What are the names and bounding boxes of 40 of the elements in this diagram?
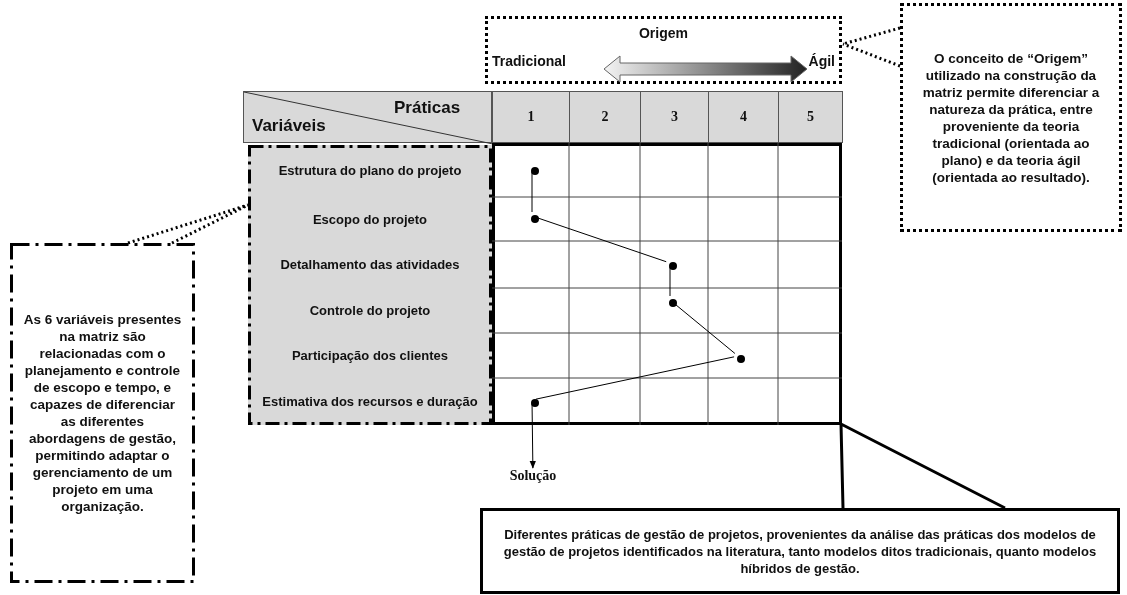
scale-end-label: Tradicional bbox=[492, 53, 566, 69]
connector-line bbox=[669, 266, 671, 297]
arrow bbox=[529, 403, 536, 469]
data-point bbox=[531, 215, 539, 223]
connector-line bbox=[531, 171, 533, 213]
data-point bbox=[531, 399, 539, 407]
callout-pointer bbox=[839, 422, 1007, 510]
connector-line bbox=[535, 356, 735, 400]
row-axis-label: Variáveis bbox=[252, 116, 326, 136]
speech-bubble bbox=[480, 508, 1120, 594]
data-point bbox=[531, 167, 539, 175]
callout-text: As 6 variáveis presentes na matriz são relacionadas com o planejamento e controle de escopo e tempo, e capazes de diferenciar as diferentes abordagens de gestão, permitindo adaptar o gerenciamento de um projeto em uma organização. bbox=[22, 311, 183, 515]
variables-panel bbox=[248, 145, 492, 425]
callout-pointer bbox=[841, 26, 902, 68]
origin-scale-box bbox=[485, 16, 842, 84]
variable-label: Estrutura do plano do projeto bbox=[278, 161, 462, 179]
scale-end-label: Ágil bbox=[808, 53, 835, 69]
callout-text: Diferentes práticas de gestão de projetos, provenientes da análise das práticas dos modelos de gestão de projetos identificados na literatura, tanto modelos ditos tradicionais, quanto modelos híbridos de gestão. bbox=[502, 525, 1098, 577]
callout-pointer bbox=[126, 203, 250, 245]
variable-label: Controle do projeto bbox=[309, 302, 431, 319]
variable-label: Estimativa dos recursos e duração bbox=[262, 393, 478, 410]
speech-bubble bbox=[10, 243, 195, 583]
data-point bbox=[737, 355, 745, 363]
variable-label: Escopo do projeto bbox=[312, 210, 428, 228]
solution-label: Solução bbox=[508, 468, 558, 484]
column-header: 5 bbox=[778, 91, 843, 143]
variable-label: Participação dos clientes bbox=[291, 347, 449, 364]
speech-bubble bbox=[900, 3, 1122, 232]
connector-line bbox=[535, 216, 667, 263]
matrix-grid bbox=[492, 143, 842, 425]
column-axis-label: Práticas bbox=[394, 98, 461, 118]
data-point bbox=[669, 299, 677, 307]
column-header: 2 bbox=[569, 91, 641, 143]
scale-title: Origem bbox=[638, 25, 689, 41]
variable-label: Detalhamento das atividades bbox=[280, 256, 460, 273]
callout-text: O conceito de “Origem” utilizado na construção da matriz permite diferenciar a natureza da prática, entre proveniente da teoria tradicional (orientada ao plano) e da teoria ágil (orientada ao resultado). bbox=[921, 49, 1101, 186]
data-point bbox=[669, 262, 677, 270]
column-header: 4 bbox=[708, 91, 779, 143]
column-header: 1 bbox=[492, 91, 570, 143]
column-header: 3 bbox=[640, 91, 709, 143]
